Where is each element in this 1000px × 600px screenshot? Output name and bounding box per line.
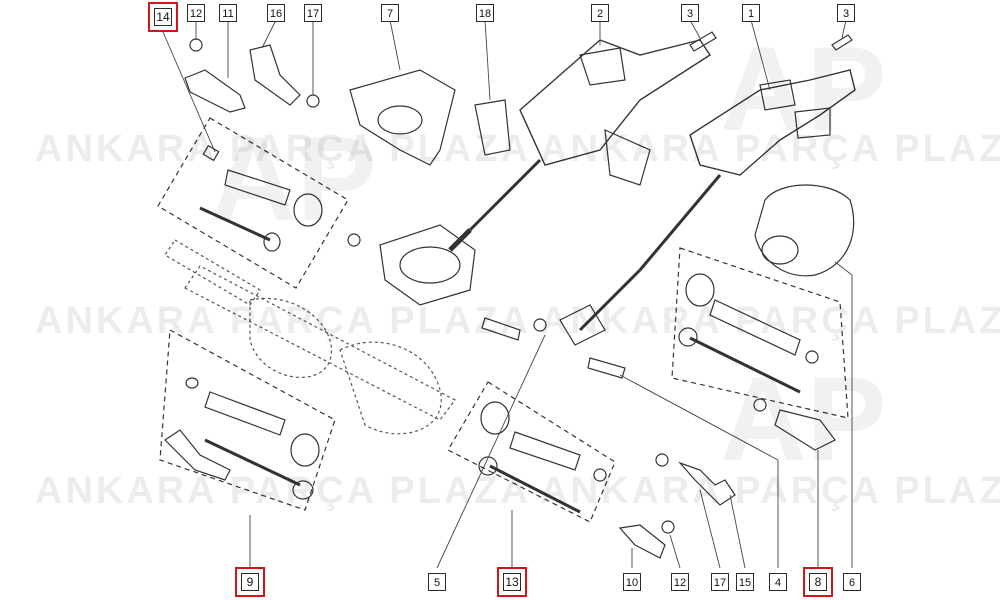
bolt-4 (587, 357, 626, 379)
bolt-3a (689, 31, 717, 52)
callout-13: 13 (497, 567, 527, 597)
steering-column-1 (559, 69, 856, 346)
leader-lines (162, 19, 853, 569)
callout-9: 9 (235, 567, 265, 597)
kit-box-14 (157, 117, 349, 289)
column-cover-7 (349, 69, 456, 166)
bolt-3b (831, 34, 853, 51)
callout-5: 5 (428, 573, 446, 591)
callout-15: 15 (736, 573, 754, 591)
callout-7: 7 (381, 4, 399, 22)
callout-4: 4 (769, 573, 787, 591)
kit-box-8 (671, 247, 849, 419)
callout-8: 8 (803, 567, 833, 597)
watermark-row-1: ANKARA PARÇA PLAZA (35, 128, 531, 170)
callout-6: 6 (843, 573, 861, 591)
callout-14: 14 (148, 2, 178, 32)
watermark-row-2b: ANKARA PARÇA PLAZA (540, 300, 1000, 342)
kit-box-9 (159, 329, 336, 511)
callout-12-top: 12 (187, 4, 205, 22)
callout-3-right: 3 (837, 4, 855, 22)
tie-rod-end-15 (678, 461, 736, 506)
lower-flange (379, 224, 476, 306)
callout-2: 2 (591, 4, 609, 22)
callout-18: 18 (476, 4, 494, 22)
kit-14-parts (199, 144, 323, 252)
watermark-row-1b: ANKARA PARÇA PLAZA (540, 128, 1000, 170)
callout-10: 10 (623, 573, 641, 591)
bolt-5 (481, 317, 521, 341)
tie-rod-end-16 (249, 44, 301, 106)
kit-box-13 (447, 381, 616, 523)
watermark-logo-2: AP (720, 22, 887, 156)
watermark-row-3: ANKARA PARÇA PLAZA (35, 470, 531, 512)
nut-mid-a (347, 233, 361, 247)
callout-1: 1 (742, 4, 760, 22)
nut-mid-b (533, 318, 547, 332)
callout-12-bottom: 12 (671, 573, 689, 591)
nut-17a (306, 94, 320, 108)
bracket-18 (474, 99, 511, 156)
steering-rack-outline (164, 239, 456, 435)
kit-8-parts (678, 273, 836, 451)
tie-rod-end-10 (618, 524, 666, 559)
callout-16: 16 (267, 4, 285, 22)
watermark-row-3b: ANKARA PARÇA PLAZA (540, 470, 1000, 512)
dust-cover-6 (754, 184, 855, 277)
watermark-logo-3: AP (720, 352, 887, 486)
callout-3-left: 3 (681, 4, 699, 22)
kit-13-parts (478, 401, 607, 514)
tie-rod-end-11 (184, 69, 246, 113)
callout-17-bottom: 17 (711, 573, 729, 591)
nut-12a (189, 38, 203, 52)
callout-17-top: 17 (304, 4, 322, 22)
watermark-logo-1: AP (210, 112, 377, 246)
nut-12b (661, 520, 675, 534)
kit-9-parts (164, 377, 320, 500)
watermark-row-2: ANKARA PARÇA PLAZA (35, 300, 531, 342)
nut-17b (655, 453, 669, 467)
callout-11: 11 (219, 4, 237, 22)
